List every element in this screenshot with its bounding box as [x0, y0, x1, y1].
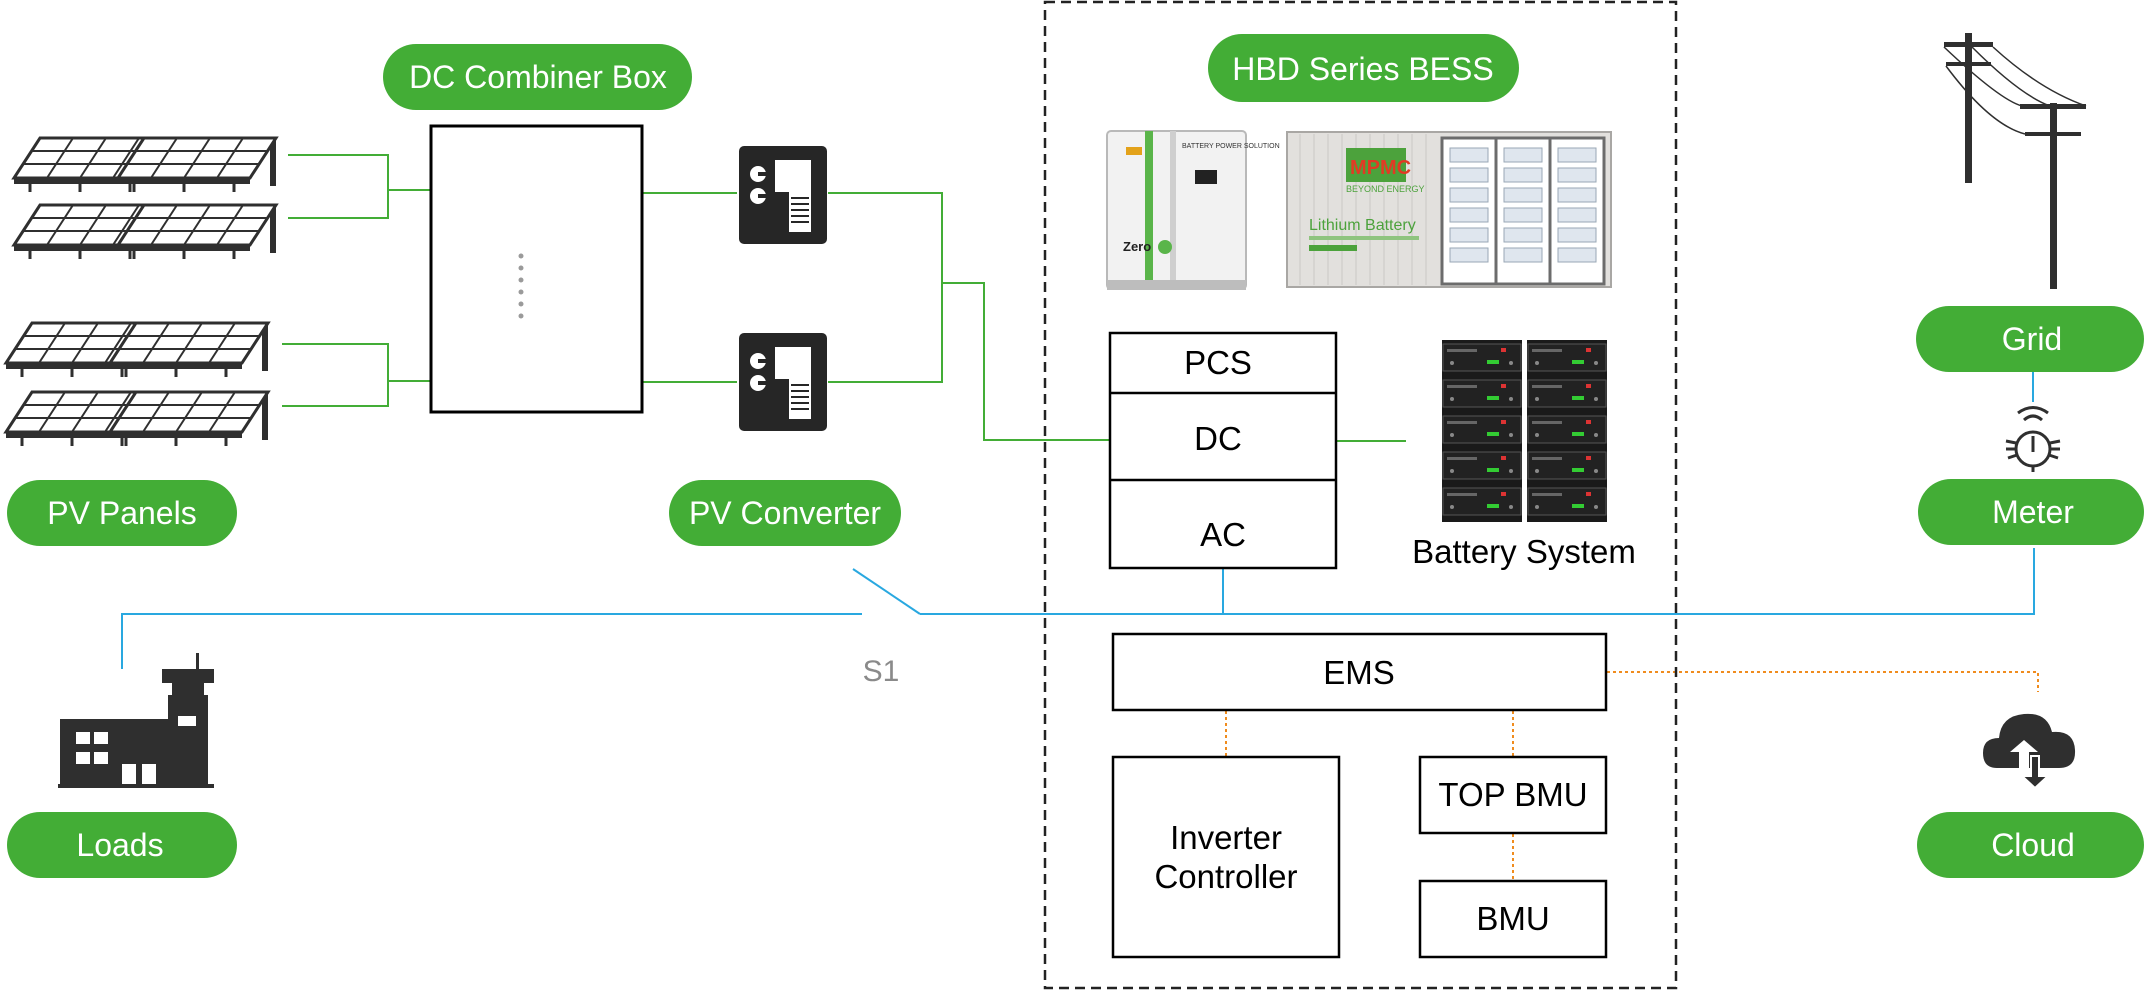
svg-text:Loads: Loads	[76, 827, 163, 863]
svg-text:BEYOND ENERGY: BEYOND ENERGY	[1346, 184, 1425, 194]
battery-rack-icon	[1527, 340, 1607, 522]
ac-label: AC	[1200, 516, 1246, 553]
solar-panel-icon	[14, 205, 276, 259]
svg-text:DC Combiner Box: DC Combiner Box	[409, 59, 667, 95]
svg-text:Lithium Battery: Lithium Battery	[1309, 217, 1416, 234]
ems-label: EMS	[1323, 654, 1395, 691]
ac-power-lines	[121, 371, 2035, 669]
pv-converter-icon	[738, 332, 828, 432]
top-bmu-label: TOP BMU	[1438, 776, 1587, 813]
pv-converter-icon	[738, 145, 828, 245]
svg-text:Cloud: Cloud	[1991, 827, 2075, 863]
pcs-label: PCS	[1184, 344, 1252, 381]
solar-panel-icon	[14, 138, 276, 192]
label-hbd-series-bess: HBD Series BESS	[1208, 34, 1519, 102]
bess-cabinet-image: BATTERY POWER SOLUTION Zero	[1106, 130, 1280, 290]
inverter-controller-label-line2: Controller	[1154, 858, 1297, 895]
combiner-box-dots	[518, 253, 524, 319]
label-pv-panels: PV Panels	[7, 480, 237, 546]
bess-boundary	[1043, 0, 1678, 990]
switch-s1-label: S1	[863, 655, 900, 688]
inverter-controller-label-line1: Inverter	[1170, 819, 1282, 856]
bmu-box	[1418, 879, 1608, 959]
pcs-stack: PCS DC AC	[1108, 331, 1338, 570]
label-meter: Meter	[1918, 479, 2144, 545]
solar-panel-icon	[6, 392, 268, 446]
power-pole-icon	[1943, 33, 2087, 289]
svg-text:Zero: Zero	[1123, 239, 1151, 254]
svg-text:Meter: Meter	[1992, 494, 2074, 530]
battery-rack-icon	[1442, 340, 1522, 522]
svg-text:HBD Series BESS: HBD Series BESS	[1232, 51, 1493, 87]
top-bmu-box	[1418, 755, 1608, 835]
inverter-controller-box	[1111, 755, 1341, 959]
communication-lines	[1225, 671, 2039, 880]
svg-text:BATTERY POWER SOLUTION: BATTERY POWER SOLUTION	[1182, 143, 1280, 150]
dc-label: DC	[1194, 420, 1242, 457]
building-icon	[58, 653, 214, 788]
label-grid: Grid	[1916, 306, 2144, 372]
ems-box	[1111, 632, 1608, 712]
svg-text:PV Panels: PV Panels	[47, 495, 196, 531]
pv-panel-array	[6, 138, 276, 446]
label-pv-converter: PV Converter	[669, 480, 901, 546]
label-cloud: Cloud	[1917, 812, 2144, 878]
svg-text:MPMC: MPMC	[1350, 157, 1411, 179]
bess-container-image: MPMC BEYOND ENERGY Lithium Battery	[1286, 131, 1612, 288]
cloud-icon	[1983, 713, 2076, 790]
battery-system-label: Battery System	[1412, 533, 1636, 570]
label-loads: Loads	[7, 812, 237, 878]
dc-combiner-box	[429, 124, 644, 414]
label-dc-combiner-box: DC Combiner Box	[383, 44, 692, 110]
bmu-label: BMU	[1476, 900, 1549, 937]
solar-panel-icon	[6, 323, 268, 377]
meter-icon	[2005, 406, 2061, 472]
svg-text:Grid: Grid	[2002, 321, 2062, 357]
svg-text:PV Converter: PV Converter	[689, 495, 881, 531]
